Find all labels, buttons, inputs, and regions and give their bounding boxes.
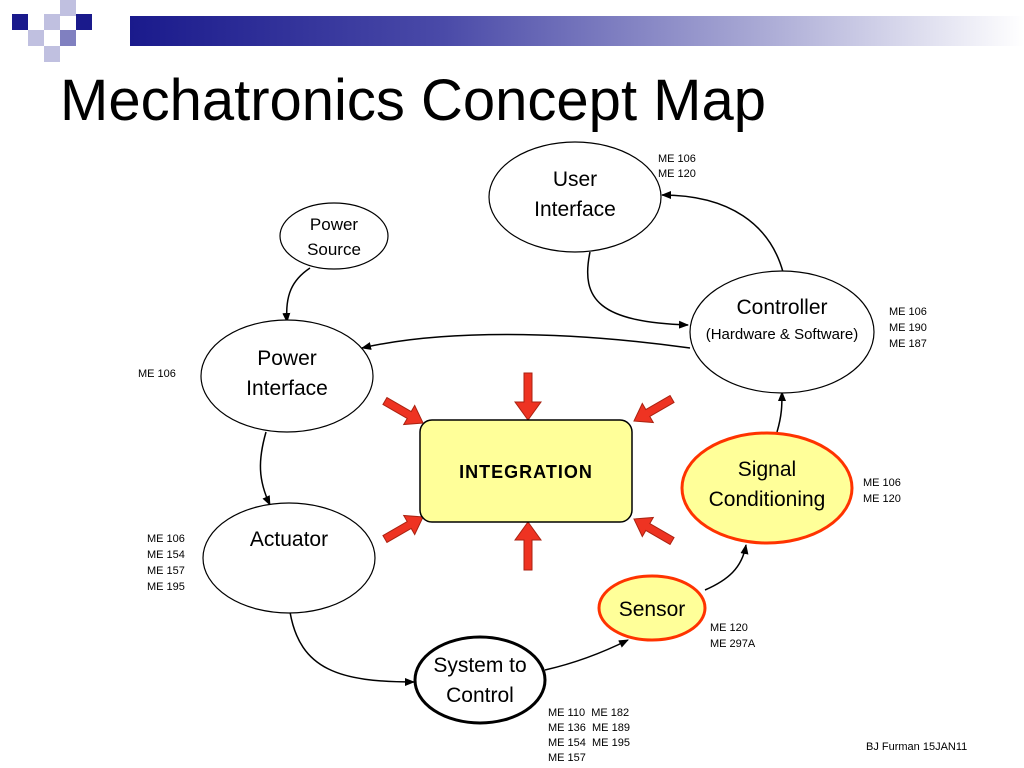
node-user-interface-line-1: User — [553, 168, 597, 191]
node-actuator-shape — [202, 502, 376, 614]
connector-actuator-to-system — [289, 611, 415, 686]
system-course-3: ME 154 ME 195 — [548, 737, 630, 749]
header-square-5 — [60, 30, 76, 46]
node-sensor: Sensor — [597, 574, 707, 642]
node-power-interface-line-2: Interface — [246, 377, 328, 400]
node-sensor-shape — [597, 574, 707, 642]
node-signal-conditioning-shape — [680, 431, 854, 545]
node-power-interface: Power Interface — [200, 319, 374, 433]
integration-arrow-top-left — [382, 396, 424, 426]
node-power-source-shape — [279, 202, 389, 270]
node-system-to-control-line-1: System to — [433, 654, 526, 677]
connector-controller-to-user-interface — [661, 191, 784, 273]
node-actuator: Actuator — [202, 502, 376, 614]
node-signal-conditioning-line-1: Signal — [738, 458, 796, 481]
actuator-course-3: ME 157 — [147, 565, 185, 577]
integration-arrow-bottom-left — [382, 514, 424, 544]
connector-user-interface-to-controller — [586, 251, 689, 329]
header-square-3 — [44, 14, 60, 30]
node-actuator-line-1: Actuator — [250, 528, 328, 551]
node-integration-label: INTEGRATION — [459, 462, 593, 482]
signal-conditioning-course-1: ME 106 — [863, 477, 901, 489]
connector-power-source-to-power-interface — [282, 267, 311, 323]
connector-controller-to-power-interface — [361, 333, 691, 350]
slide-title: Mechatronics Concept Map — [60, 68, 766, 133]
node-integration: INTEGRATION — [419, 419, 633, 523]
node-power-interface-shape — [200, 319, 374, 433]
actuator-course-1: ME 106 — [147, 533, 185, 545]
sensor-course-2: ME 297A — [710, 638, 756, 650]
system-course-2: ME 136 ME 189 — [548, 722, 630, 734]
node-power-source: Power Source — [279, 202, 389, 270]
connector-sensor-to-signal-conditioning — [704, 544, 749, 591]
node-power-source-line-2: Source — [307, 240, 361, 259]
node-signal-conditioning: Signal Conditioning — [680, 431, 854, 545]
node-system-to-control: System to Control — [413, 635, 547, 725]
header-gradient-bar — [130, 16, 1024, 46]
node-integration-shape — [419, 419, 633, 523]
actuator-course-2: ME 154 — [147, 549, 185, 561]
user-interface-course-1: ME 106 — [658, 153, 696, 165]
integration-arrow-bottom — [514, 521, 542, 571]
actuator-course-4: ME 195 — [147, 581, 185, 593]
node-system-to-control-shape — [413, 635, 547, 725]
node-signal-conditioning-line-2: Conditioning — [709, 488, 826, 511]
node-controller-line-1: Controller — [736, 296, 827, 319]
system-course-4: ME 157 — [548, 752, 586, 764]
header-square-1 — [12, 14, 28, 30]
header-square-6 — [44, 46, 60, 62]
header-square-7 — [76, 14, 92, 30]
node-user-interface-line-2: Interface — [534, 198, 616, 221]
power-interface-course-1: ME 106 — [138, 368, 176, 380]
integration-arrow-top — [514, 372, 542, 421]
user-interface-course-2: ME 120 — [658, 168, 696, 180]
signal-conditioning-course-2: ME 120 — [863, 493, 901, 505]
integration-arrow-bottom-right — [633, 516, 675, 546]
node-controller: Controller (Hardware & Software) — [689, 270, 875, 394]
connector-power-interface-to-actuator — [259, 431, 271, 506]
controller-course-3: ME 187 — [889, 338, 927, 350]
integration-arrow-top-right — [633, 394, 675, 424]
controller-course-1: ME 106 — [889, 306, 927, 318]
controller-course-2: ME 190 — [889, 322, 927, 334]
connector-system-to-sensor — [544, 639, 629, 671]
node-power-source-line-1: Power — [310, 215, 359, 234]
node-controller-line-2: (Hardware & Software) — [706, 326, 859, 343]
node-user-interface: User Interface — [488, 141, 662, 253]
node-controller-shape — [689, 270, 875, 394]
connector-signal-conditioning-to-controller — [776, 391, 786, 433]
node-sensor-line-1: Sensor — [619, 598, 686, 621]
node-user-interface-shape — [488, 141, 662, 253]
footer-credit: BJ Furman 15JAN11 — [866, 741, 968, 753]
header-square-4 — [60, 0, 76, 16]
header-square-2 — [28, 30, 44, 46]
sensor-course-1: ME 120 — [710, 622, 748, 634]
node-system-to-control-line-2: Control — [446, 684, 514, 707]
node-power-interface-line-1: Power — [257, 347, 317, 370]
system-course-1: ME 110 ME 182 — [548, 707, 629, 719]
